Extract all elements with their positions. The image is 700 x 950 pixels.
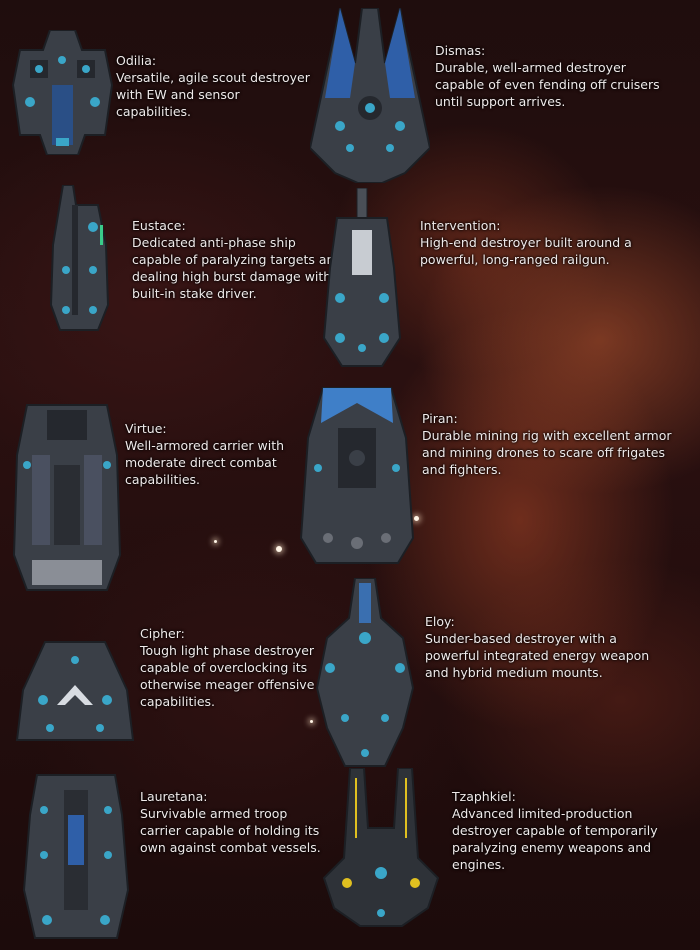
ship-entry-eloy: Eloy: Sunder-based destroyer with a powe… bbox=[425, 613, 675, 681]
intervention-ship-sprite bbox=[322, 188, 402, 370]
star bbox=[276, 546, 282, 552]
ship-name: Dismas: bbox=[435, 43, 486, 58]
ship-entry-cipher: Cipher: Tough light phase destroyer capa… bbox=[140, 625, 320, 710]
ship-name: Intervention: bbox=[420, 218, 501, 233]
star bbox=[414, 516, 419, 521]
ship-name: Eustace: bbox=[132, 218, 186, 233]
ship-description: Well-armored carrier with moderate direc… bbox=[125, 438, 285, 487]
ship-entry-virtue: Virtue: Well-armored carrier with modera… bbox=[125, 420, 295, 488]
ship-name: Eloy: bbox=[425, 614, 455, 629]
star bbox=[214, 540, 217, 543]
ship-name: Odilia: bbox=[116, 53, 157, 68]
ship-name: Tzaphkiel: bbox=[452, 789, 516, 804]
odilia-ship-sprite bbox=[10, 30, 115, 155]
virtue-ship-sprite bbox=[12, 395, 122, 595]
ship-description: Durable mining rig with excellent armor … bbox=[422, 428, 672, 477]
ship-description: High-end destroyer built around a powerf… bbox=[420, 235, 632, 267]
cipher-ship-sprite bbox=[15, 640, 135, 748]
ship-entry-tzaphkiel: Tzaphkiel: Advanced limited-production d… bbox=[452, 788, 692, 873]
ship-entry-dismas: Dismas: Durable, well-armed destroyer ca… bbox=[435, 42, 675, 110]
ship-description: Durable, well-armed destroyer capable of… bbox=[435, 60, 660, 109]
tzaphkiel-ship-sprite bbox=[322, 768, 440, 928]
eustace-ship-sprite bbox=[48, 185, 113, 335]
ship-entry-lauretana: Lauretana: Survivable armed troop carrie… bbox=[140, 788, 325, 856]
ship-entry-odilia: Odilia: Versatile, agile scout destroyer… bbox=[116, 52, 316, 120]
ship-description: Dedicated anti-phase ship capable of par… bbox=[132, 235, 343, 301]
lauretana-ship-sprite bbox=[22, 770, 130, 942]
ship-entry-intervention: Intervention: High-end destroyer built a… bbox=[420, 217, 640, 268]
ship-description: Advanced limited-production destroyer ca… bbox=[452, 806, 658, 872]
ship-entry-eustace: Eustace: Dedicated anti-phase ship capab… bbox=[132, 217, 347, 302]
ship-description: Sunder-based destroyer with a powerful i… bbox=[425, 631, 650, 680]
ship-description: Versatile, agile scout destroyer with EW… bbox=[116, 70, 310, 119]
ship-name: Lauretana: bbox=[140, 789, 208, 804]
ship-description: Survivable armed troop carrier capable o… bbox=[140, 806, 321, 855]
piran-ship-sprite bbox=[298, 368, 416, 568]
star bbox=[310, 720, 313, 723]
ship-name: Cipher: bbox=[140, 626, 185, 641]
ship-description: Tough light phase destroyer capable of o… bbox=[140, 643, 315, 709]
ship-name: Virtue: bbox=[125, 421, 167, 436]
dismas-ship-sprite bbox=[310, 8, 430, 183]
ship-name: Piran: bbox=[422, 411, 458, 426]
ship-entry-piran: Piran: Durable mining rig with excellent… bbox=[422, 410, 682, 478]
eloy-ship-sprite bbox=[315, 578, 415, 768]
